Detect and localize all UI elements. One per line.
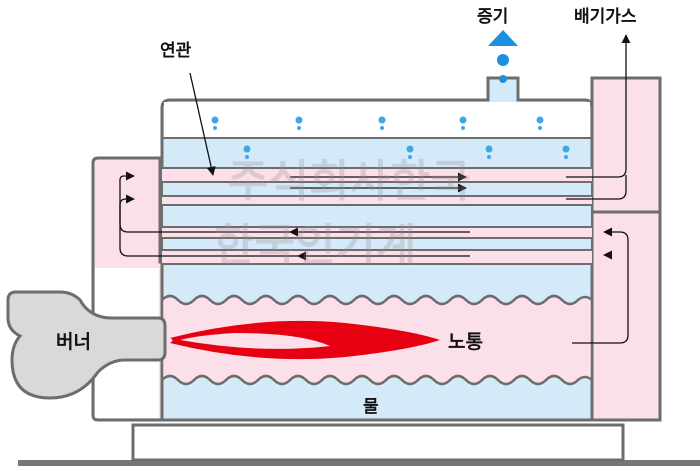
steam-arrow-icon [488, 30, 518, 46]
label-water: 물 [363, 397, 379, 417]
gas-flow-arrows [119, 34, 631, 344]
fire-tube-3 [161, 237, 593, 251]
watermark-line1: 주식회사한국 [228, 156, 471, 207]
steam-space [164, 102, 590, 138]
label-fire-tube: 연관 [160, 41, 192, 61]
fire-tube-1 [161, 181, 593, 197]
steam-drop-icon [497, 54, 509, 66]
label-burner: 버너 [56, 331, 91, 353]
boiler-base [131, 423, 625, 462]
burner [6, 290, 167, 400]
flame [170, 320, 440, 360]
watermark-line2: 한국인기계 [214, 220, 416, 271]
label-steam: 증기 [477, 7, 508, 27]
ground-line [18, 460, 700, 466]
label-exhaust-gas: 배기가스 [574, 7, 637, 27]
label-furnace: 노통 [448, 331, 483, 353]
steam-bubbles [211, 116, 570, 159]
steam-drop-icon [499, 75, 507, 83]
fire-tube-2 [161, 204, 593, 228]
